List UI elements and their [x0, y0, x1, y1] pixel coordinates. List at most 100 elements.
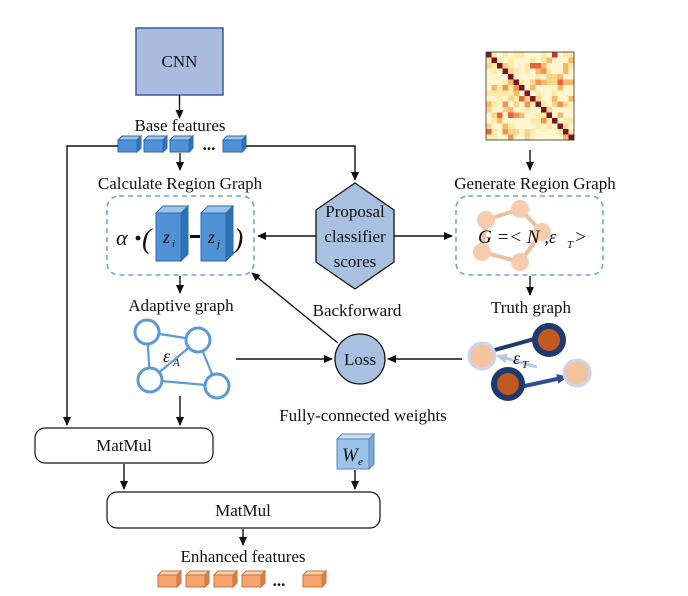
heatmap-cell — [552, 134, 558, 141]
heatmap-cell — [552, 52, 558, 58]
heatmap-cell — [552, 68, 558, 75]
epsilon-t: ε — [513, 348, 521, 368]
heatmap-cell — [497, 85, 503, 91]
arrow-features-to-matmul1 — [63, 145, 118, 426]
heatmap-cell — [519, 74, 525, 80]
heatmap-cell — [502, 123, 509, 130]
heatmap-cell — [524, 107, 531, 113]
heatmap-cell — [530, 79, 536, 86]
heatmap-cell — [513, 63, 520, 69]
heatmap-cell — [491, 90, 498, 97]
heatmap-cell — [563, 129, 569, 135]
heatmap-cell — [486, 123, 492, 130]
heatmap-cell — [491, 79, 498, 86]
heatmap-cell — [563, 85, 569, 91]
heatmap-cell — [497, 63, 503, 69]
proposal-line-3: scores — [334, 252, 376, 271]
heatmap-cell — [508, 101, 514, 108]
heatmap-cell — [557, 74, 564, 80]
heatmap-cell — [508, 134, 514, 141]
heatmap-cell — [535, 118, 542, 124]
heatmap-cell — [497, 112, 503, 119]
heatmap-cell — [491, 57, 498, 64]
heatmap-cell — [552, 101, 558, 108]
heatmap-cell — [508, 123, 514, 130]
heatmap-cell — [508, 96, 514, 102]
proposal-line-1: Proposal — [325, 202, 385, 221]
matmul2-label: MatMul — [215, 501, 271, 520]
heatmap-cell — [546, 57, 553, 64]
zj-block: z j — [199, 204, 235, 263]
heatmap-cell — [519, 129, 525, 135]
heatmap-cell — [502, 112, 509, 119]
formula-alpha: α — [116, 225, 128, 250]
heatmap-cell — [530, 101, 536, 108]
enhanced-ellipsis: ... — [273, 571, 286, 590]
heatmap-cell — [535, 79, 542, 86]
heatmap-cell — [519, 96, 525, 102]
heatmap-cell — [535, 112, 542, 119]
heatmap-cell — [513, 68, 520, 75]
gen-formula-sub: T — [567, 239, 574, 251]
heatmap-cell — [508, 68, 514, 75]
heatmap-cell — [502, 90, 509, 97]
heatmap-cell — [502, 63, 509, 69]
heatmap-cell — [530, 134, 536, 141]
heatmap-cell — [568, 85, 575, 91]
adaptive-graph-illustration: ε A — [133, 318, 231, 400]
truth-graph-illustration: ε T — [467, 323, 592, 401]
heatmap-cell — [546, 74, 553, 80]
formula-close-paren: ) — [232, 224, 243, 255]
heatmap-cell — [502, 68, 509, 75]
heatmap-cell — [524, 134, 531, 141]
enhanced-feature-block — [212, 569, 239, 589]
heatmap-cell — [491, 134, 498, 141]
heatmap-cell — [486, 90, 492, 97]
backforward-label: Backforward — [313, 301, 402, 320]
heatmap-cell — [552, 118, 558, 124]
feature-block — [116, 134, 143, 154]
gen-formula-text: G =< N ,ε — [478, 227, 557, 248]
matmul1-label: MatMul — [96, 436, 152, 455]
heatmap-cell — [563, 57, 569, 64]
generate-graph-illustration — [473, 200, 551, 271]
heatmap-cell — [497, 101, 503, 108]
heatmap-cell — [568, 52, 575, 58]
heatmap-cell — [557, 57, 564, 64]
heatmap-cell — [530, 129, 536, 135]
heatmap-cell — [546, 85, 553, 91]
heatmap-cell — [557, 63, 564, 69]
heatmap-cell — [508, 118, 514, 124]
heatmap-cell — [535, 85, 542, 91]
heatmap-cell — [546, 79, 553, 86]
heatmap-cell — [524, 52, 531, 58]
fc-weights-label: Fully-connected weights — [279, 406, 447, 425]
heatmap-cell — [530, 74, 536, 80]
heatmap-cell — [508, 85, 514, 91]
formula-minus — [190, 235, 200, 238]
heatmap-cell — [552, 85, 558, 91]
heatmap-cell — [535, 57, 542, 64]
base-features-stack: ... — [116, 134, 248, 154]
enhanced-feature-block — [301, 569, 328, 589]
heatmap-cell — [508, 79, 514, 86]
heatmap-cell — [568, 74, 575, 80]
heatmap-cell — [513, 79, 520, 86]
heatmap-cell — [491, 63, 498, 69]
heatmap-cell — [563, 101, 569, 108]
heatmap-cell — [502, 129, 509, 135]
heatmap-cell — [524, 96, 531, 102]
formula-open-paren: ( — [142, 224, 153, 255]
formula-zj-sub: j — [215, 238, 220, 250]
heatmap-cell — [497, 90, 503, 97]
heatmap-cell — [552, 107, 558, 113]
heatmap-cell — [486, 129, 492, 135]
heatmap-cell — [563, 118, 569, 124]
heatmap-cell — [552, 112, 558, 119]
heatmap-cell — [552, 129, 558, 135]
heatmap-cell — [513, 129, 520, 135]
heatmap-cell — [563, 107, 569, 113]
heatmap-cell — [491, 112, 498, 119]
heatmap-cell — [502, 118, 509, 124]
heatmap-cell — [524, 123, 531, 130]
